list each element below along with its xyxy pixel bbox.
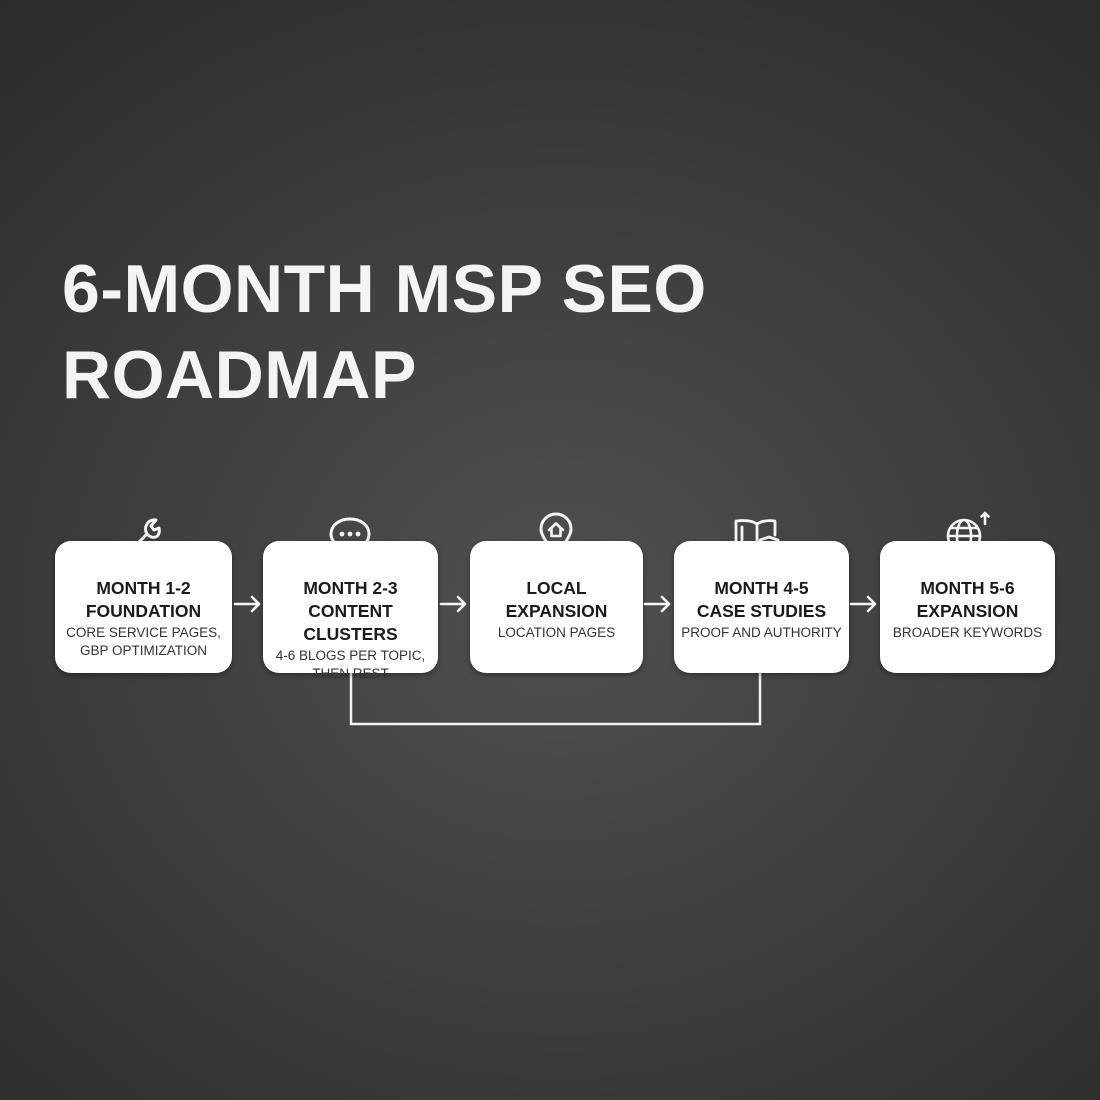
step-card-month-4-5: MONTH 4-5 CASE STUDIES PROOF AND AUTHORI… [674,541,849,673]
step-heading-line-2: CASE STUDIES [696,601,827,621]
step-heading-line-2: EXPANSION [916,601,1019,621]
step-card-month-1-2: MONTH 1-2 FOUNDATION CORE SERVICE PAGES,… [55,541,232,673]
step-heading-line-1: LOCAL [526,578,587,598]
arrow-right-icon [643,594,673,614]
step-description-line-1: BROADER KEYWORDS [892,625,1043,640]
step-card-month-2-3: MONTH 2-3 CONTENT CLUSTERS 4-6 BLOGS PER… [263,541,438,681]
step-heading-line-2: FOUNDATION [85,601,202,621]
step-description-line-2: THEN REST [312,666,389,681]
step-description-line-1: 4-6 BLOGS PER TOPIC, [275,648,426,663]
arrow-right-icon [849,594,879,614]
step-card-month-5-6: MONTH 5-6 EXPANSION BROADER KEYWORDS [880,541,1055,673]
step-card-local-expansion: LOCAL EXPANSION LOCATION PAGES [470,541,643,673]
step-heading-line-1: MONTH 4-5 [714,578,809,598]
title-line-1: 6-MONTH MSP SEO [62,251,707,327]
step-heading-line-1: MONTH 5-6 [920,578,1015,598]
step-description-line-1: PROOF AND AUTHORITY [681,625,842,640]
step-description-line-2: GBP OPTIMIZATION [79,643,207,658]
step-description-line-1: LOCATION PAGES [497,625,616,640]
step-heading-line-2: CONTENT CLUSTERS [303,601,398,644]
step-heading-line-1: MONTH 1-2 [96,578,191,598]
step-description-line-1: CORE SERVICE PAGES, [66,625,221,640]
page-title: 6-MONTH MSP SEO ROADMAP [62,246,707,418]
location-pin-icon [532,510,580,558]
step-heading-line-2: EXPANSION [505,601,608,621]
step-heading-line-1: MONTH 2-3 [303,578,398,598]
title-line-2: ROADMAP [62,337,417,413]
arrow-right-icon [233,594,263,614]
arrow-right-icon [439,594,469,614]
